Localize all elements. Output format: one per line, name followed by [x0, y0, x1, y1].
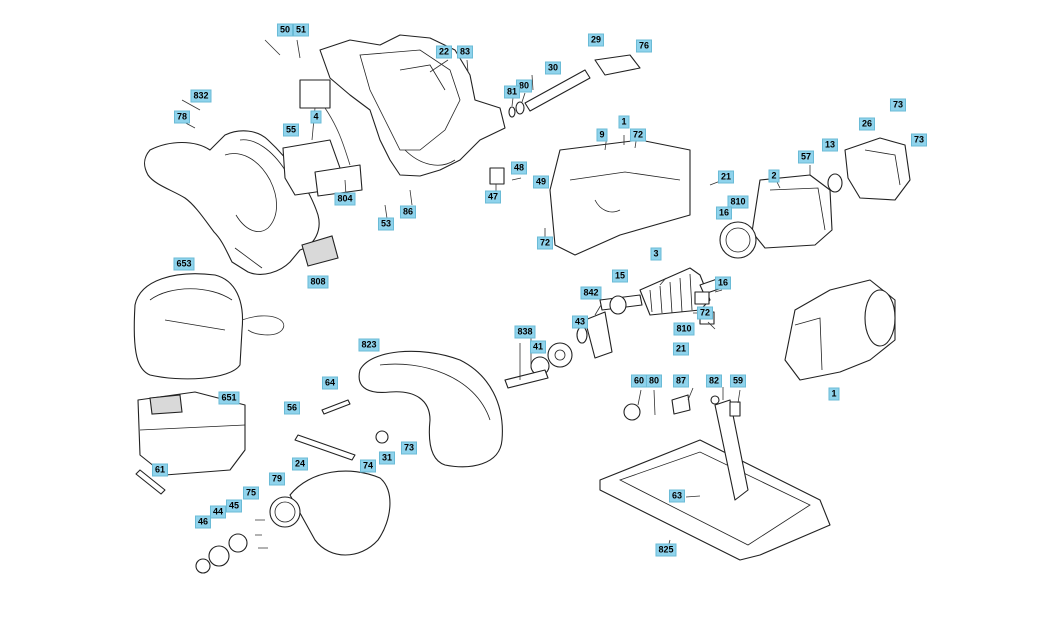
- part-number-label: 21: [717, 170, 735, 184]
- part-number-label: 61: [151, 463, 169, 477]
- part-number-label: 45: [225, 499, 243, 513]
- part-number-label: 60: [630, 374, 648, 388]
- gear-housing-9: [489, 139, 691, 256]
- part-number-label: 46: [194, 515, 212, 529]
- part-number-label: 75: [242, 486, 260, 500]
- part-number-label: 29: [587, 33, 605, 47]
- part-number-label: 4: [310, 110, 322, 124]
- armature-3: [599, 267, 723, 325]
- part-number-label: 48: [510, 161, 528, 175]
- part-number-label: 53: [377, 217, 395, 231]
- part-number-label: 31: [378, 451, 396, 465]
- part-number-label: 47: [484, 190, 502, 204]
- part-number-label: 15: [611, 269, 629, 283]
- part-number-label: 49: [532, 175, 550, 189]
- part-number-label: 22: [435, 45, 453, 59]
- part-number-label: 2: [768, 169, 780, 183]
- part-number-label: 30: [544, 61, 562, 75]
- battery-pack-cover-808: [301, 235, 339, 267]
- part-number-label: 1: [618, 115, 630, 129]
- part-number-label: 82: [705, 374, 723, 388]
- part-number-label: 810: [673, 322, 695, 336]
- part-number-label: 50: [276, 23, 294, 37]
- part-number-label: 51: [292, 23, 310, 37]
- part-number-label: 73: [889, 98, 907, 112]
- part-number-label: 63: [668, 489, 686, 503]
- part-number-label: 73: [400, 441, 418, 455]
- part-number-label: 79: [268, 472, 286, 486]
- part-number-label: 55: [282, 123, 300, 137]
- part-number-label: 72: [536, 236, 554, 250]
- part-number-label: 9: [596, 128, 608, 142]
- part-number-label: 74: [359, 459, 377, 473]
- part-number-label: 21: [672, 342, 690, 356]
- part-number-label: 832: [190, 89, 212, 103]
- part-number-label: 26: [858, 117, 876, 131]
- part-number-label: 653: [173, 257, 195, 271]
- part-number-label: 87: [672, 374, 690, 388]
- part-number-label: 16: [714, 276, 732, 290]
- blade-guard-823: [358, 350, 503, 468]
- part-number-label: 44: [209, 505, 227, 519]
- part-number-label: 80: [645, 374, 663, 388]
- part-number-label: 86: [399, 205, 417, 219]
- part-number-label: 72: [629, 128, 647, 142]
- motor-housing-22: [319, 34, 506, 177]
- part-number-label: 57: [797, 150, 815, 164]
- base-plate-825: [599, 394, 831, 561]
- part-number-label: 825: [655, 543, 677, 557]
- part-number-label: 810: [727, 195, 749, 209]
- part-number-label: 24: [291, 457, 309, 471]
- part-number-label: 41: [529, 340, 547, 354]
- blade-fasteners: [135, 399, 389, 574]
- part-number-label: 83: [456, 45, 474, 59]
- switch-assembly: [282, 79, 363, 197]
- part-number-label: 78: [173, 110, 191, 124]
- part-number-label: 838: [514, 325, 536, 339]
- charger-653: [133, 273, 285, 380]
- gear-parts: [504, 311, 613, 389]
- part-number-label: 73: [910, 133, 928, 147]
- part-number-label: 72: [696, 306, 714, 320]
- part-number-label: 16: [715, 206, 733, 220]
- shaft-30: [508, 54, 641, 118]
- part-number-label: 43: [571, 315, 589, 329]
- motor-1: [784, 279, 896, 381]
- lower-guard-24: [269, 470, 391, 556]
- part-number-label: 1: [828, 387, 840, 401]
- part-number-label: 808: [307, 275, 329, 289]
- part-number-label: 81: [503, 85, 521, 99]
- part-number-label: 3: [650, 247, 662, 261]
- part-number-label: 76: [635, 39, 653, 53]
- motor-assembly-upper: [719, 137, 911, 259]
- part-number-label: 651: [218, 391, 240, 405]
- part-number-label: 64: [321, 376, 339, 390]
- part-number-label: 842: [580, 286, 602, 300]
- handle-housing: [143, 130, 320, 275]
- part-number-label: 56: [283, 401, 301, 415]
- part-number-label: 823: [358, 338, 380, 352]
- part-number-label: 59: [729, 374, 747, 388]
- battery-651: [137, 391, 246, 476]
- part-number-label: 804: [334, 192, 356, 206]
- part-number-label: 13: [821, 138, 839, 152]
